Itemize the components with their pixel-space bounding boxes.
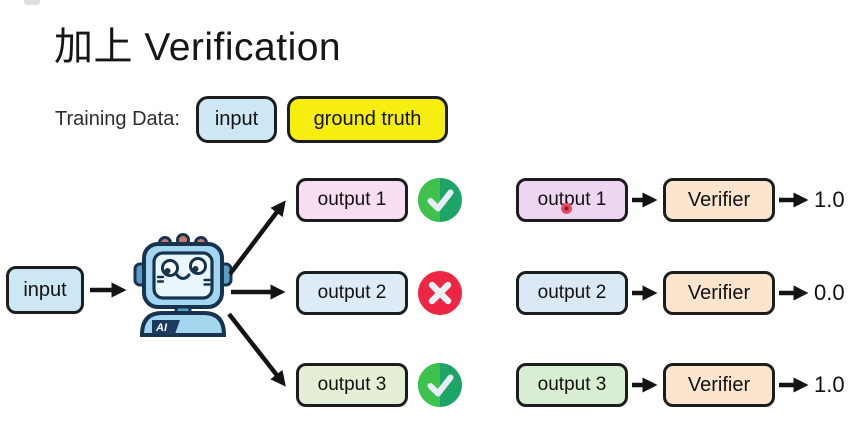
output3-box-right: output 3 [516,363,628,407]
output2-box: output 2 [296,271,408,315]
screen-artifact [24,0,40,5]
score-value: 0.0 [814,280,845,305]
training-ground-truth-chip: ground truth [287,96,448,143]
check-circle-icon [418,363,462,407]
x-circle-icon [418,271,462,315]
output1-box-right: output 1 [516,178,628,222]
score-value: 1.0 [814,372,845,397]
output2-box-right: output 2 [516,271,628,315]
laser-pointer-dot [561,203,572,214]
score-value: 1.0 [814,187,845,212]
output1-box: output 1 [296,178,408,222]
ai-robot-icon: AI [133,233,233,337]
verifier-box: Verifier [663,363,775,407]
check-circle-icon [418,178,462,222]
arrow-robot-to-output3 [227,312,286,387]
verifier-box: Verifier [663,178,775,222]
training-input-chip: input [196,96,277,143]
page-title: 加上 Verification [54,26,342,69]
input-box: input [6,266,84,314]
verifier-box: Verifier [663,271,775,315]
arrow-robot-to-output1 [228,200,286,276]
training-data-label: Training Data: [55,108,180,130]
output3-box: output 3 [296,363,408,407]
ai-badge-label: AI [155,322,168,334]
